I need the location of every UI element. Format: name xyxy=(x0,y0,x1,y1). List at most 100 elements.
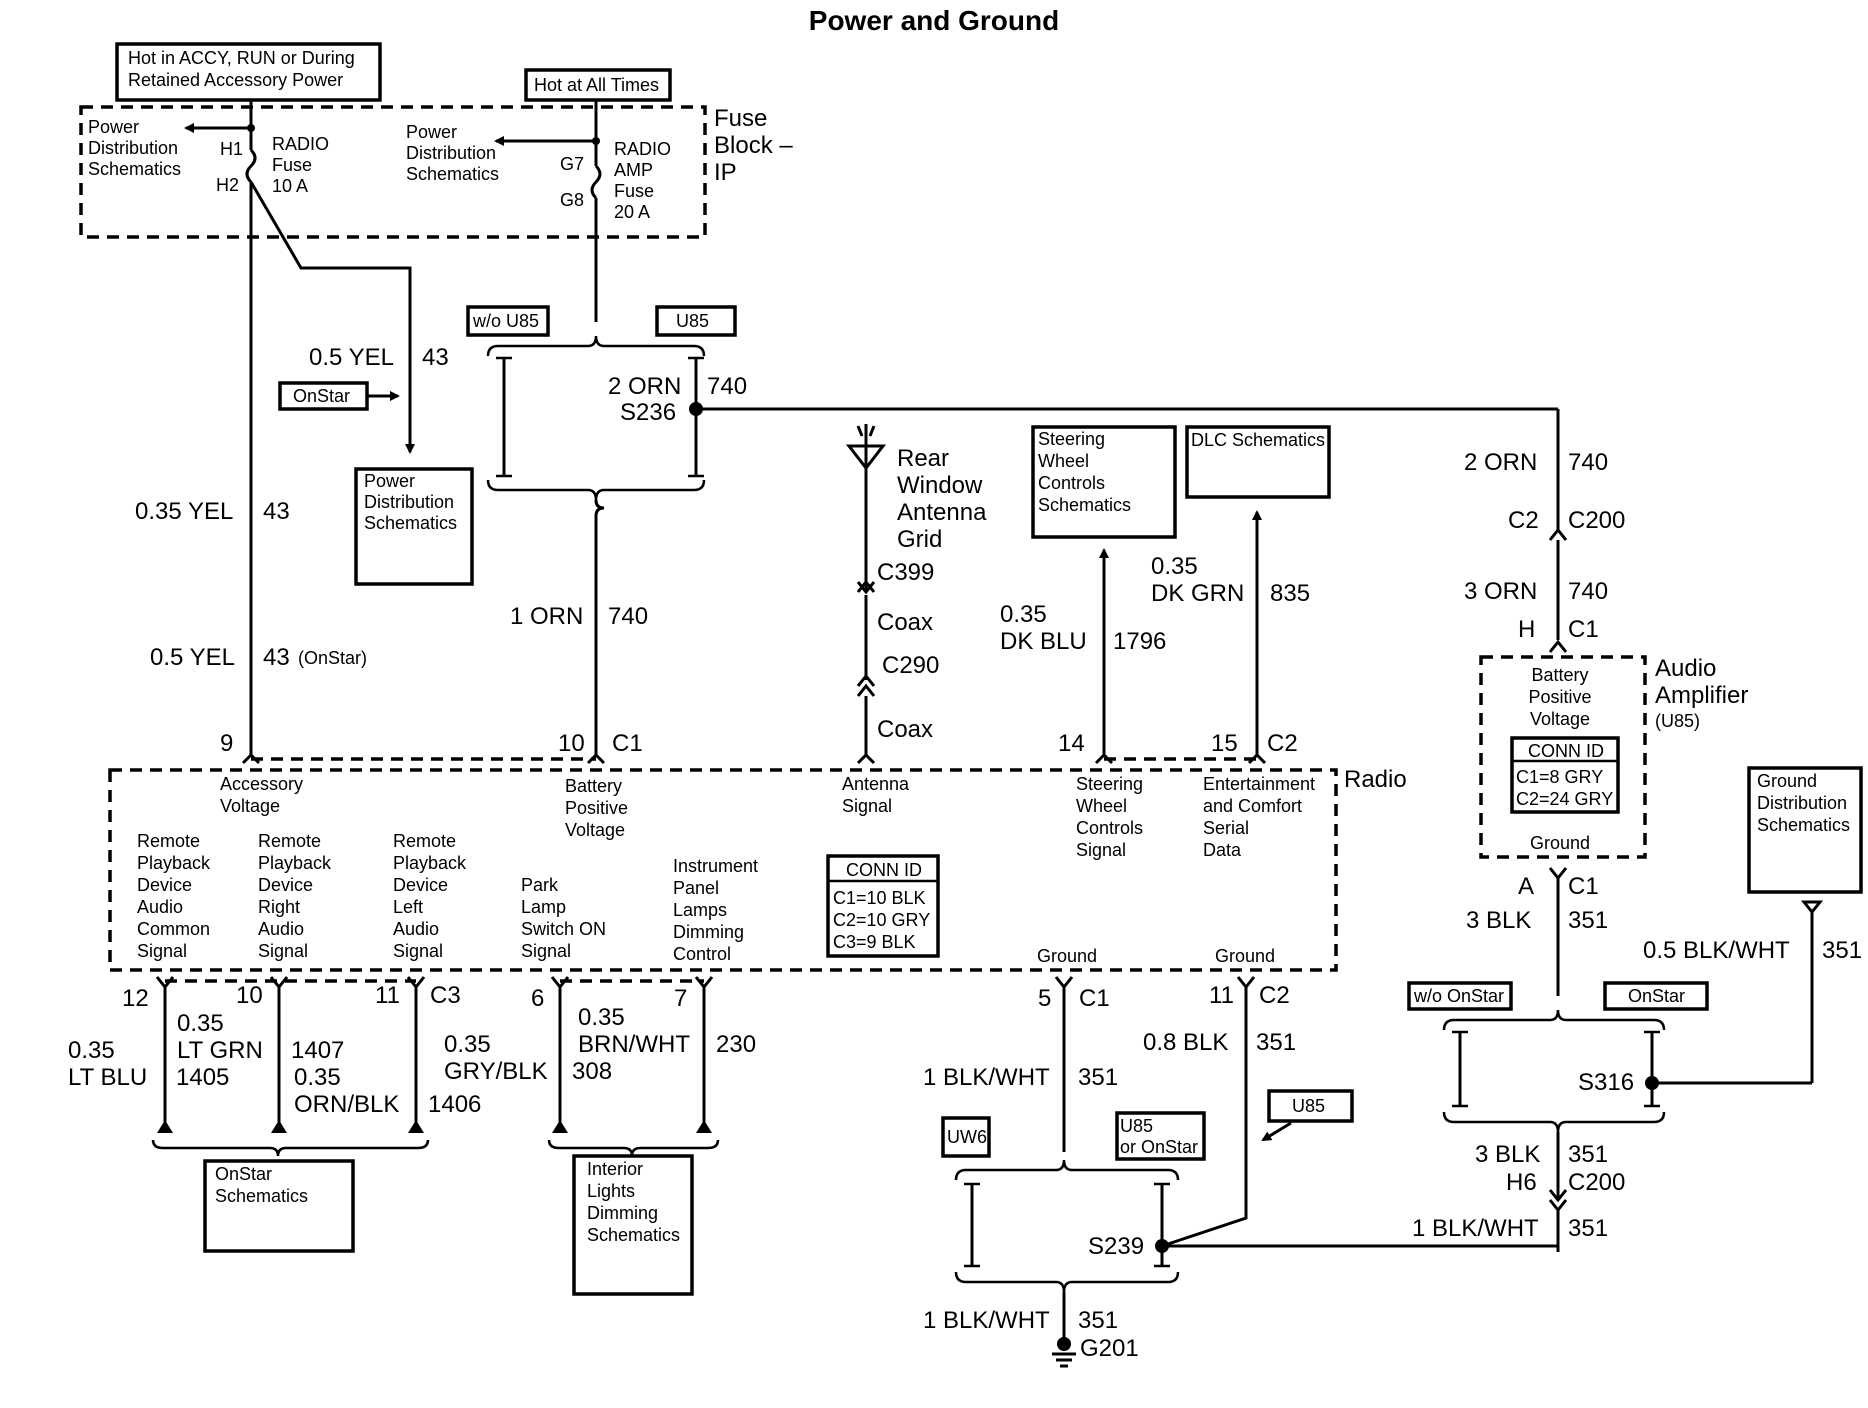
pds-mid-3: Schematics xyxy=(406,164,499,184)
pds-left-3: Schematics xyxy=(88,159,181,179)
w-035ornblk-1: 0.35 xyxy=(294,1064,341,1091)
w-035ltgrn-2: LT GRN xyxy=(177,1037,263,1064)
w-2orn-r: 2 ORN xyxy=(1464,449,1537,476)
hot-accy-line2: Retained Accessory Power xyxy=(128,70,343,90)
pds-left-1: Power xyxy=(88,117,139,137)
gds-box-1: Ground xyxy=(1757,771,1817,791)
dlc-box: DLC Schematics xyxy=(1191,430,1325,450)
u85-onstar-box xyxy=(1115,1111,1206,1161)
acc-v-1: Accessory xyxy=(220,774,303,794)
wo-onstar-box xyxy=(1407,981,1513,1011)
onstar-r-label: OnStar xyxy=(1628,986,1685,1006)
gds-box-3: Schematics xyxy=(1757,815,1850,835)
a-r: A xyxy=(1518,873,1534,900)
rpd-right-5: Audio xyxy=(258,919,304,939)
c1-r2: C1 xyxy=(1568,873,1599,900)
onstar-schematics-box xyxy=(203,1159,355,1253)
w-1blkwht-r: 1 BLK/WHT xyxy=(1412,1215,1539,1242)
park-3: Switch ON xyxy=(521,919,606,939)
c290-label: C290 xyxy=(882,652,939,679)
ant-sig-1: Antenna xyxy=(842,774,910,794)
swc-sig-3: Controls xyxy=(1076,818,1143,838)
rpd-common-2: Playback xyxy=(137,853,211,873)
ipl-5: Control xyxy=(673,944,731,964)
onstar-sch-2: Schematics xyxy=(215,1186,308,1206)
uw6-label: UW6 xyxy=(947,1127,987,1147)
ipl-4: Dimming xyxy=(673,922,744,942)
pin11b: 11 xyxy=(1209,982,1234,1009)
ent-4: Data xyxy=(1203,840,1242,860)
rpd-common-5: Common xyxy=(137,919,210,939)
swc-box-4: Schematics xyxy=(1038,495,1131,515)
c-1407: 1407 xyxy=(291,1037,344,1064)
ipl-3: Lamps xyxy=(673,900,727,920)
c2-top: C2 xyxy=(1267,730,1298,757)
amp-u85: (U85) xyxy=(1655,711,1700,731)
c-351-c: 351 xyxy=(1568,1141,1608,1168)
c3: C3 xyxy=(430,982,461,1009)
w-2orn: 2 ORN xyxy=(608,373,681,400)
amp-connid-box xyxy=(1510,736,1620,814)
c-740-b: 740 xyxy=(608,603,648,630)
pds-box xyxy=(354,467,474,586)
amp-ground: Ground xyxy=(1530,833,1590,853)
c-43-a: 43 xyxy=(422,344,449,371)
c2-r: C2 xyxy=(1508,507,1539,534)
rpd-common-1: Remote xyxy=(137,831,200,851)
w-3blk: 3 BLK xyxy=(1466,907,1531,934)
wo-u85-label: w/o U85 xyxy=(472,311,539,331)
u85-top-box xyxy=(655,305,737,337)
onstar-tag: OnStar xyxy=(293,386,350,406)
u85-onstar-1: U85 xyxy=(1120,1116,1153,1136)
onstar-tag-box xyxy=(278,381,369,411)
ant-sig-2: Signal xyxy=(842,796,892,816)
c-740-a: 740 xyxy=(707,373,747,400)
audio-amplifier xyxy=(1479,655,1647,859)
amp-batt-2: Positive xyxy=(1528,687,1591,707)
s316-label: S316 xyxy=(1578,1069,1634,1096)
rpd-right-3: Device xyxy=(258,875,313,895)
connid: CONN ID xyxy=(846,860,922,880)
dlc-schematics-box xyxy=(1185,425,1331,499)
hot-all-times-label: Hot at All Times xyxy=(534,75,659,95)
antenna-3: Antenna xyxy=(897,499,987,526)
w-05blkwht: 0.5 BLK/WHT xyxy=(1643,937,1790,964)
u85-top-label: U85 xyxy=(676,311,709,331)
c1-r: C1 xyxy=(1568,616,1599,643)
c200-r: C200 xyxy=(1568,507,1625,534)
hot-all-times-box xyxy=(524,68,672,102)
conn-c3: C3=9 BLK xyxy=(833,932,916,952)
antenna-4: Grid xyxy=(897,526,942,553)
radio-fuse-1: RADIO xyxy=(272,134,329,154)
pin10: 10 xyxy=(558,730,585,757)
ipl-1: Instrument xyxy=(673,856,758,876)
amp-batt-1: Battery xyxy=(1531,665,1588,685)
rpd-left-6: Signal xyxy=(393,941,443,961)
c-351-e: 351 xyxy=(1078,1064,1118,1091)
swc-box-1: Steering xyxy=(1038,429,1105,449)
park-2: Lamp xyxy=(521,897,566,917)
amp-fuse-3: Fuse xyxy=(614,181,654,201)
c1-top: C1 xyxy=(612,730,643,757)
batt-v-1: Battery xyxy=(565,776,622,796)
c-230: 230 xyxy=(716,1031,756,1058)
swc-box-2: Wheel xyxy=(1038,451,1089,471)
c-1796: 1796 xyxy=(1113,628,1166,655)
rpd-common-3: Device xyxy=(137,875,192,895)
gnd-b: Ground xyxy=(1215,946,1275,966)
s239-label: S239 xyxy=(1088,1233,1144,1260)
c-351-f: 351 xyxy=(1256,1029,1296,1056)
pds-box-1: Power xyxy=(364,471,415,491)
w-035dkblu-1: 0.35 xyxy=(1000,601,1047,628)
rpd-common-4: Audio xyxy=(137,897,183,917)
c-43-c-note: (OnStar) xyxy=(298,648,367,668)
w-08blk: 0.8 BLK xyxy=(1143,1029,1228,1056)
ent-3: Serial xyxy=(1203,818,1249,838)
rpd-right-2: Playback xyxy=(258,853,332,873)
h2-label: H2 xyxy=(216,175,239,195)
radio-label: Radio xyxy=(1344,766,1407,793)
gds-box-2: Distribution xyxy=(1757,793,1847,813)
c-740-c: 740 xyxy=(1568,449,1608,476)
coax-a: Coax xyxy=(877,609,933,636)
